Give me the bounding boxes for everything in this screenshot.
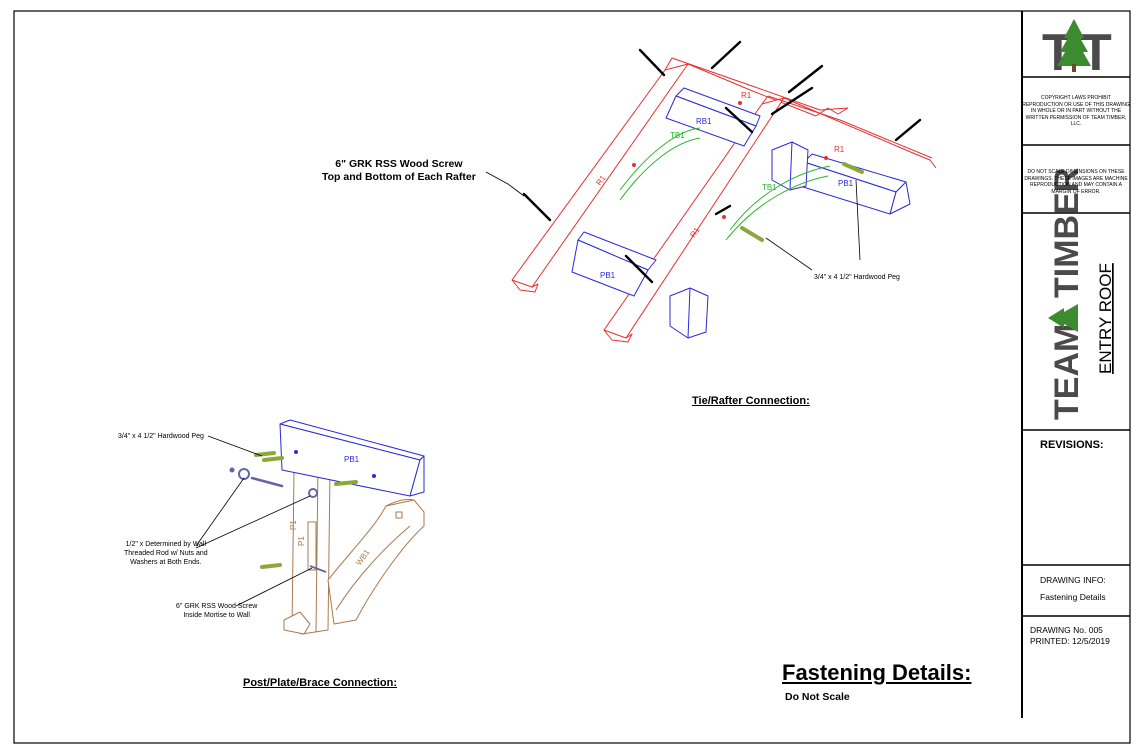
label-pb1-c: PB1 <box>344 455 360 464</box>
label-p1-b: P1 <box>297 536 306 546</box>
threaded-rod-line1: 1/2" x Determined by Wall <box>125 541 207 548</box>
rafter-screw-callout-line2: Top and Bottom of Each Rafter <box>322 171 476 183</box>
threaded-rod-line2: Threaded Rod w/ Nuts and <box>124 550 208 557</box>
tie-beam-arcs <box>619 127 831 241</box>
brand-bottom: TIMBER <box>1048 168 1086 298</box>
post-peg-callout: 3/4" x 4 1/2" Hardwood Peg <box>118 433 204 440</box>
brand-vertical: TEAM TIMBER <box>1048 168 1086 420</box>
rafter-left <box>511 57 849 293</box>
brand-top: TEAM <box>1048 324 1086 420</box>
tree-icon <box>1057 19 1091 66</box>
post-plate-brace-drawing: PB1 P1 P1 WB1 <box>195 419 425 635</box>
rafter-right <box>603 95 937 343</box>
label-pb1-b: PB1 <box>838 179 854 188</box>
label-tb1-a: TB1 <box>670 131 685 140</box>
scale-note: DO NOT SCALE DIMENSIONS ON THESE DRAWING… <box>1024 169 1128 195</box>
ridge-beam <box>665 87 761 147</box>
tie-peg-callout: 3/4" x 4 1/2" Hardwood Peg <box>814 274 900 281</box>
threaded-rod-line3: Washers at Both Ends. <box>130 559 202 566</box>
page-subtitle: Do Not Scale <box>785 691 850 703</box>
mortise-screw-line2: Inside Mortise to Wall <box>183 612 250 619</box>
post <box>283 463 331 635</box>
revisions-label: REVISIONS: <box>1040 439 1104 451</box>
title-block-frame <box>1021 11 1130 718</box>
plate-beam-left <box>571 231 657 297</box>
post-caption: Post/Plate/Brace Connection: <box>243 677 398 689</box>
threaded-rod <box>250 476 284 488</box>
plate-beam-right <box>799 153 911 215</box>
mortise-screw-callout: 6" GRK RSS Wood Screw Inside Mortise to … <box>176 602 257 620</box>
drawing-number: DRAWING No. 005 <box>1030 625 1103 635</box>
copyright-note: COPYRIGHT LAWS PROHIBIT REPRODUCTION OR … <box>1022 95 1130 128</box>
wall-brace <box>327 499 425 625</box>
rafter-screw-callout-line1: 6" GRK RSS Wood Screw <box>335 158 463 170</box>
mortise-screw-line1: 6" GRK RSS Wood Screw <box>176 603 258 610</box>
rafter-screws <box>522 40 922 284</box>
project-name: ENTRY ROOF <box>1096 263 1115 374</box>
drawing-info-label: DRAWING INFO: <box>1040 575 1106 585</box>
threaded-rod-callout: 1/2" x Determined by Wall Threaded Rod w… <box>124 540 208 567</box>
drawing-info-value: Fastening Details <box>1040 592 1106 602</box>
label-r1-a: R1 <box>741 91 752 100</box>
team-timber-logo: T T <box>1042 19 1112 82</box>
label-r1-b: R1 <box>834 145 845 154</box>
plate-beam <box>279 419 425 497</box>
label-p1-a: P1 <box>289 520 298 530</box>
tie-rafter-caption: Tie/Rafter Connection: <box>692 395 810 407</box>
logo-letter-right: T <box>1080 24 1112 82</box>
sheet-border <box>13 10 1131 744</box>
label-rb1: RB1 <box>696 117 712 126</box>
tie-pegs <box>740 162 864 242</box>
brand-tree-icon <box>1048 304 1078 332</box>
rafter-screw-callout: 6" GRK RSS Wood Screw Top and Bottom of … <box>322 158 476 184</box>
post-blocks <box>669 141 809 339</box>
page-title: Fastening Details: <box>782 660 972 685</box>
label-tb1-b: TB1 <box>762 183 777 192</box>
label-pb1-a: PB1 <box>600 271 616 280</box>
tie-rafter-drawing: R1 R1 R1 R1 RB1 TB1 TB1 PB1 PB1 <box>485 40 937 343</box>
printed-date: PRINTED: 12/5/2019 <box>1030 636 1110 646</box>
